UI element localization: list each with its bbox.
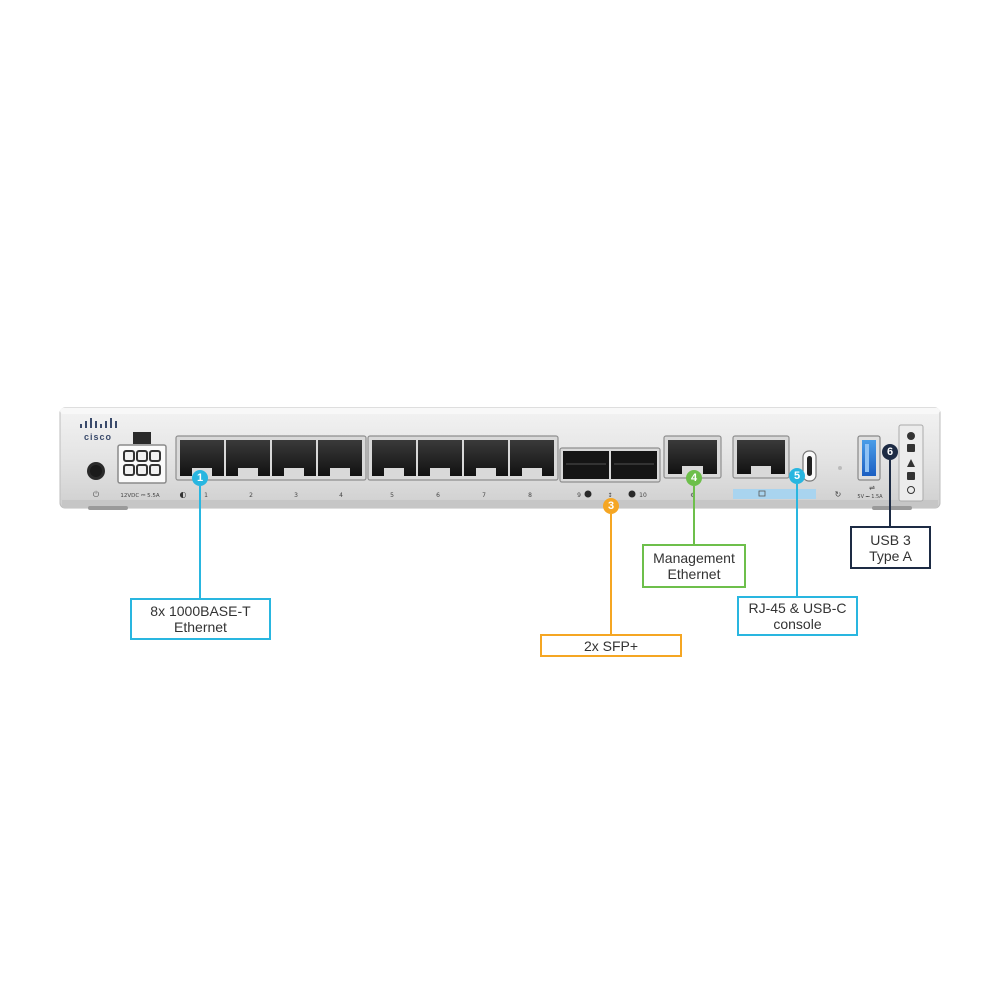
- callout-label-ethernet: 8x 1000BASE-T Ethernet: [130, 598, 271, 640]
- status-led: [838, 466, 842, 470]
- port-number-label: 5: [390, 492, 394, 499]
- port-number-label: 8: [528, 492, 532, 499]
- callout-label-management: Management Ethernet: [642, 544, 746, 588]
- ethernet-link-icon: ◐: [180, 490, 187, 499]
- sfp-number-label: 9: [577, 492, 581, 499]
- sfp-led: [628, 490, 636, 498]
- cisco-logo: cisco: [80, 418, 117, 442]
- reset-icon: ↻: [835, 490, 842, 499]
- port-number-label: 3: [294, 492, 298, 499]
- management-ethernet-port[interactable]: [663, 435, 722, 479]
- power-icon: ⏻: [93, 490, 100, 499]
- sfp-module-icon: ↕: [607, 492, 612, 499]
- power-button[interactable]: [87, 462, 105, 480]
- sfp-port-10[interactable]: [611, 451, 657, 479]
- usb-rating-label: 5V ⎓ 1.5A: [857, 494, 883, 500]
- status-indicator-panel: [898, 424, 924, 502]
- bell-icon: [907, 459, 915, 467]
- rj45-console-port[interactable]: [732, 435, 790, 479]
- sfp-led: [584, 490, 592, 498]
- callout-number-3: 3: [603, 498, 619, 514]
- ethernet-port-2[interactable]: [226, 440, 270, 476]
- ethernet-port-7[interactable]: [464, 440, 508, 476]
- sfp-port-9[interactable]: [563, 451, 609, 479]
- port-number-label: 6: [436, 492, 440, 499]
- ethernet-port-6[interactable]: [418, 440, 462, 476]
- cisco-logo-text: cisco: [84, 432, 112, 442]
- console-label-strip: [733, 489, 816, 499]
- dc-power-connector: [117, 432, 167, 484]
- sfp-number-label: 10: [639, 492, 647, 499]
- callout-number-4: 4: [686, 470, 702, 486]
- ethernet-port-5[interactable]: [372, 440, 416, 476]
- callout-label-sfp: 2x SFP+: [540, 634, 682, 657]
- port-number-label: 7: [482, 492, 486, 499]
- power-rating-label: 12VDC ⎓ 5.5A: [120, 493, 159, 499]
- port-number-label: 1: [204, 492, 208, 499]
- callout-number-6: 6: [882, 444, 898, 460]
- ethernet-port-3[interactable]: [272, 440, 316, 476]
- port-number-label: 2: [249, 492, 253, 499]
- callout-label-usb: USB 3 Type A: [850, 526, 931, 569]
- ethernet-port-8[interactable]: [510, 440, 554, 476]
- check-icon: [907, 432, 915, 440]
- lock-icon: [907, 472, 915, 480]
- alert-icon: [907, 444, 915, 452]
- callout-lines: [199, 460, 891, 634]
- port-number-label: 4: [339, 492, 343, 499]
- callout-number-5: 5: [789, 468, 805, 484]
- usb-3-type-a-port[interactable]: [857, 435, 881, 481]
- callout-label-console: RJ-45 & USB-C console: [737, 596, 858, 636]
- power-status-icon: [907, 486, 915, 494]
- callout-number-1: 1: [192, 470, 208, 486]
- ethernet-port-4[interactable]: [318, 440, 362, 476]
- usb-icon: ⇌: [869, 484, 875, 492]
- usb-c-console-port[interactable]: [802, 450, 817, 482]
